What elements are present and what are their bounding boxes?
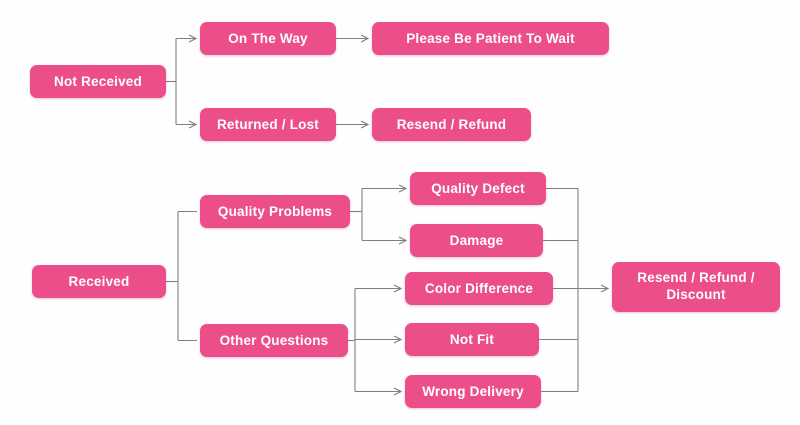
node-on-the-way[interactable]: On The Way [200,22,336,55]
node-other-questions-label: Other Questions [219,332,329,348]
node-please-be-patient-to-wait-label: Please Be Patient To Wait [406,30,575,46]
node-not-fit-label: Not Fit [449,331,495,347]
node-please-be-patient-to-wait[interactable]: Please Be Patient To Wait [372,22,609,55]
node-other-questions[interactable]: Other Questions [200,324,348,357]
node-resend-refund[interactable]: Resend / Refund [372,108,531,141]
node-received-label: Received [68,273,130,289]
node-not-received-label: Not Received [54,73,142,89]
node-resend-refund-label: Resend / Refund [396,116,507,132]
node-on-the-way-label: On The Way [228,30,308,46]
node-quality-problems-label: Quality Problems [217,203,333,219]
node-damage[interactable]: Damage [410,224,543,257]
node-quality-problems[interactable]: Quality Problems [200,195,350,228]
node-color-difference[interactable]: Color Difference [405,272,553,305]
node-not-received[interactable]: Not Received [30,65,166,98]
node-damage-label: Damage [449,232,504,248]
node-quality-defect[interactable]: Quality Defect [410,172,546,205]
node-quality-defect-label: Quality Defect [431,180,525,196]
node-returned-lost[interactable]: Returned / Lost [200,108,336,141]
node-wrong-delivery-label: Wrong Delivery [422,383,524,399]
node-color-difference-label: Color Difference [424,280,534,296]
node-resend-refund-discount[interactable]: Resend / Refund / Discount [612,262,780,312]
node-wrong-delivery[interactable]: Wrong Delivery [405,375,541,408]
node-returned-lost-label: Returned / Lost [216,116,319,132]
node-resend-refund-discount-line1: Resend / Refund / [637,270,755,286]
node-received[interactable]: Received [32,265,166,298]
node-not-fit[interactable]: Not Fit [405,323,539,356]
node-resend-refund-discount-line2: Discount [666,287,726,302]
